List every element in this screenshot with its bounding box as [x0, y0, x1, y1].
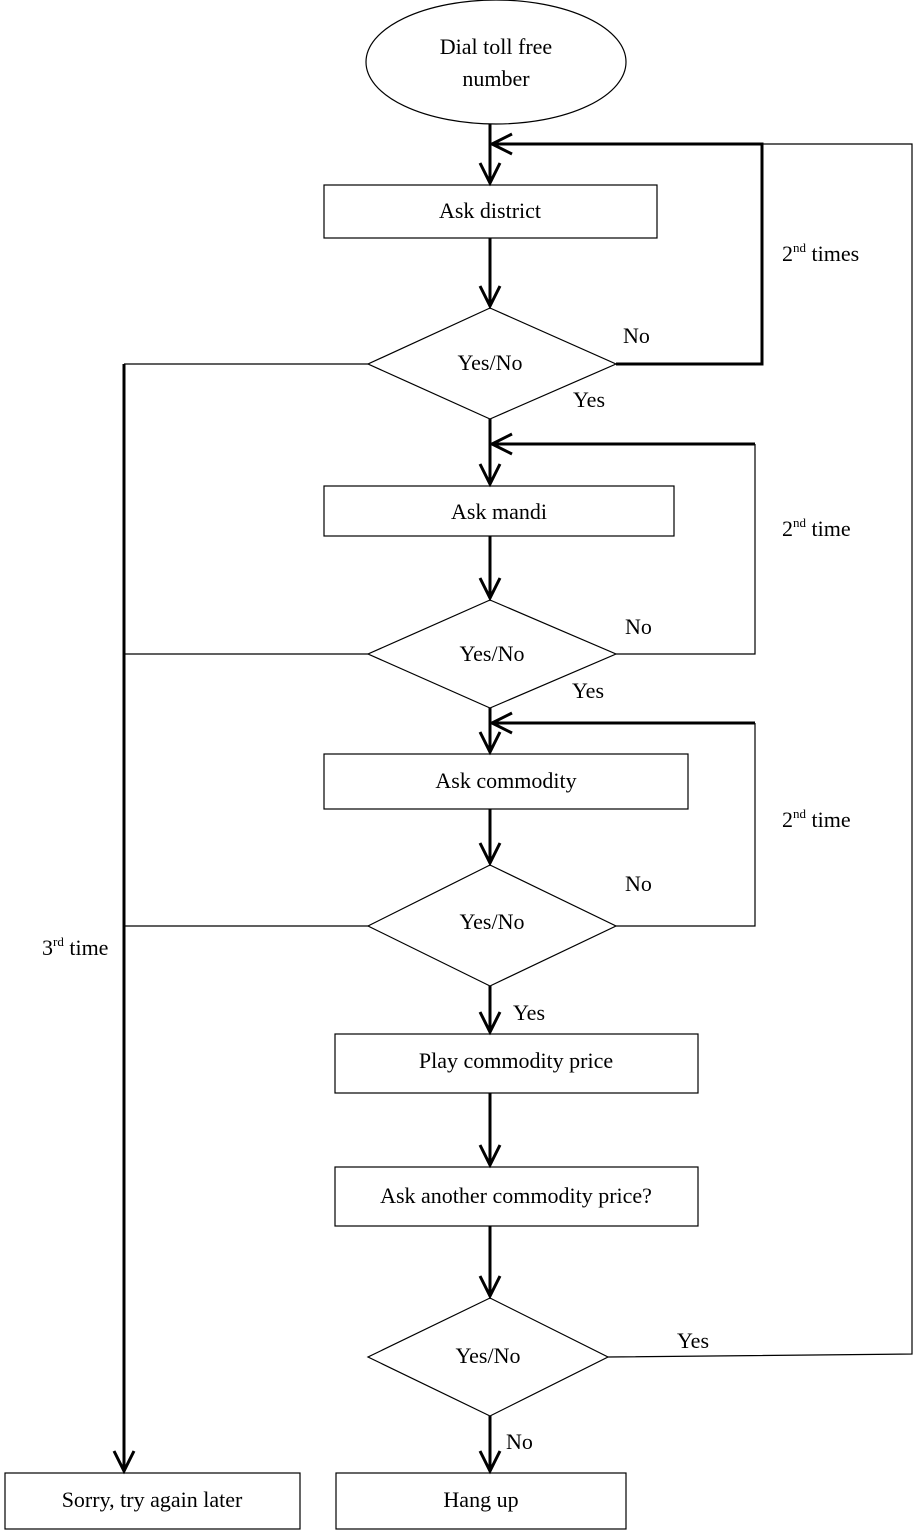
- start-label-line1: Dial toll free: [440, 34, 552, 59]
- label-d3-no: No: [625, 871, 652, 896]
- repeat-loop-another: [607, 143, 913, 1358]
- label-d2-yes: Yes: [572, 678, 604, 703]
- ask-mandi-box: [323, 485, 675, 537]
- label-d1-no: No: [623, 323, 650, 348]
- label-d4-no: No: [506, 1429, 533, 1454]
- decision-another-label: Yes/No: [455, 1343, 520, 1368]
- label-d1-yes: Yes: [573, 387, 605, 412]
- retry-label-district: 2nd times: [782, 240, 859, 266]
- sorry-box: [4, 1472, 301, 1530]
- ask-commodity-label: Ask commodity: [435, 768, 576, 793]
- label-d3-yes: Yes: [513, 1000, 545, 1025]
- ask-commodity-box: [323, 753, 689, 810]
- main-flow-arrows: [478, 124, 502, 1475]
- retry-label-mandi: 2nd time: [782, 515, 851, 541]
- hang-up-label: Hang up: [443, 1487, 518, 1512]
- fail-count-label: 3rd time: [42, 934, 108, 960]
- ask-another-label: Ask another commodity price?: [380, 1183, 652, 1208]
- decision-district-label: Yes/No: [457, 350, 522, 375]
- start-ellipse: [365, 0, 627, 125]
- label-d2-no: No: [625, 614, 652, 639]
- decision-commodity-label: Yes/No: [459, 909, 524, 934]
- retry-loop-commodity: [488, 711, 756, 927]
- retry-label-commodity: 2nd time: [782, 806, 851, 832]
- play-price-label: Play commodity price: [419, 1048, 613, 1073]
- failure-path: [112, 363, 368, 1475]
- retry-loop-district: [488, 132, 764, 366]
- start-label-line2: number: [462, 66, 530, 91]
- ask-another-box: [334, 1166, 699, 1227]
- ask-district-label: Ask district: [439, 198, 541, 223]
- label-d4-yes: Yes: [677, 1328, 709, 1353]
- ask-district-box: [323, 184, 658, 239]
- hang-up-box: [335, 1472, 627, 1530]
- ask-mandi-label: Ask mandi: [451, 499, 547, 524]
- play-price-box: [334, 1033, 699, 1094]
- decision-mandi-label: Yes/No: [459, 641, 524, 666]
- retry-loop-mandi: [488, 432, 756, 655]
- sorry-label: Sorry, try again later: [62, 1487, 243, 1512]
